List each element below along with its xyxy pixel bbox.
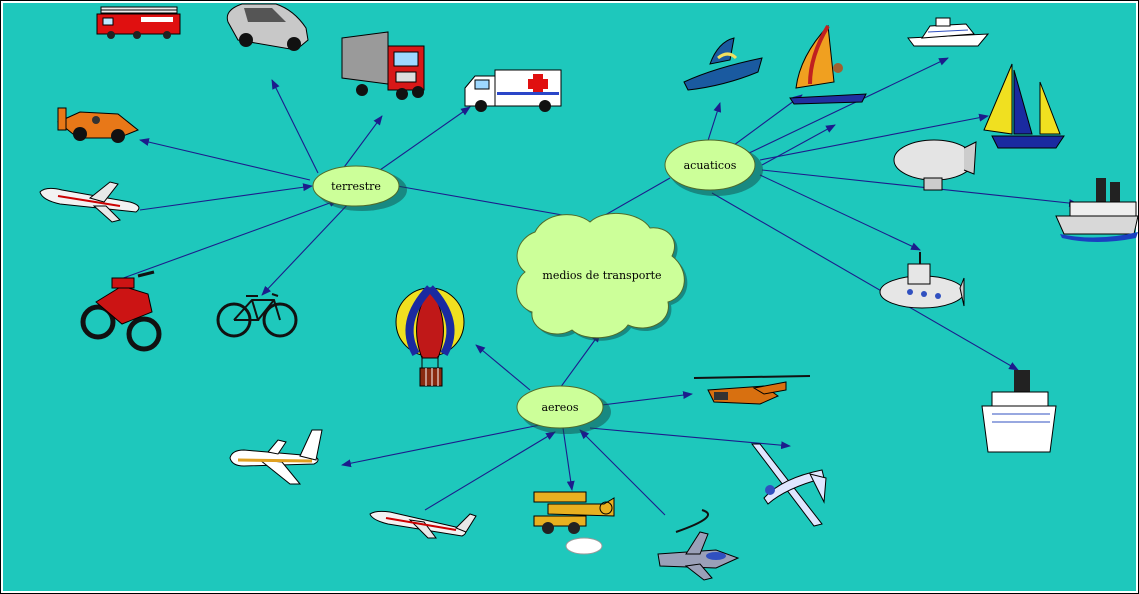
node-acuaticos[interactable]: acuaticos: [664, 139, 763, 196]
biplane-icon: [533, 491, 615, 555]
bicycle-icon: [216, 293, 298, 338]
node-terrestre[interactable]: terrestre: [312, 165, 407, 211]
sailboat-icon: [983, 63, 1065, 149]
windsurf-icon: [789, 24, 867, 105]
hot-air-balloon-icon: [395, 285, 465, 387]
node-label-acuaticos: acuaticos: [684, 159, 737, 172]
jet-ski-icon: [683, 37, 763, 91]
small-plane-icon: [750, 443, 827, 527]
links: [117, 57, 1079, 516]
yacht-icon: [907, 17, 990, 47]
ambulance-icon: [464, 69, 562, 112]
steamboat-icon: [1055, 178, 1139, 242]
car-icon: [226, 3, 309, 51]
node-label-aereos: aereos: [541, 401, 578, 414]
fire-truck-icon: [96, 6, 181, 39]
submarine-icon: [879, 252, 965, 309]
airliner-icon-land: [39, 181, 140, 223]
propeller-plane-icon: [229, 429, 323, 485]
node-label-terrestre: terrestre: [331, 180, 381, 193]
node-center-cloud[interactable]: medios de transporte: [516, 212, 688, 341]
helicopter-icon: [693, 375, 811, 405]
jumbo-jet-icon: [369, 510, 477, 539]
motorcycle-icon: [80, 270, 162, 352]
blimp-icon: [893, 139, 977, 191]
node-label-center: medios de transporte: [542, 269, 661, 282]
ocean-liner-icon: [981, 370, 1057, 453]
node-aereos[interactable]: aereos: [516, 385, 611, 434]
truck-icon: [341, 31, 425, 100]
fighter-jet-icon: [657, 509, 740, 581]
race-car-icon: [57, 107, 139, 143]
